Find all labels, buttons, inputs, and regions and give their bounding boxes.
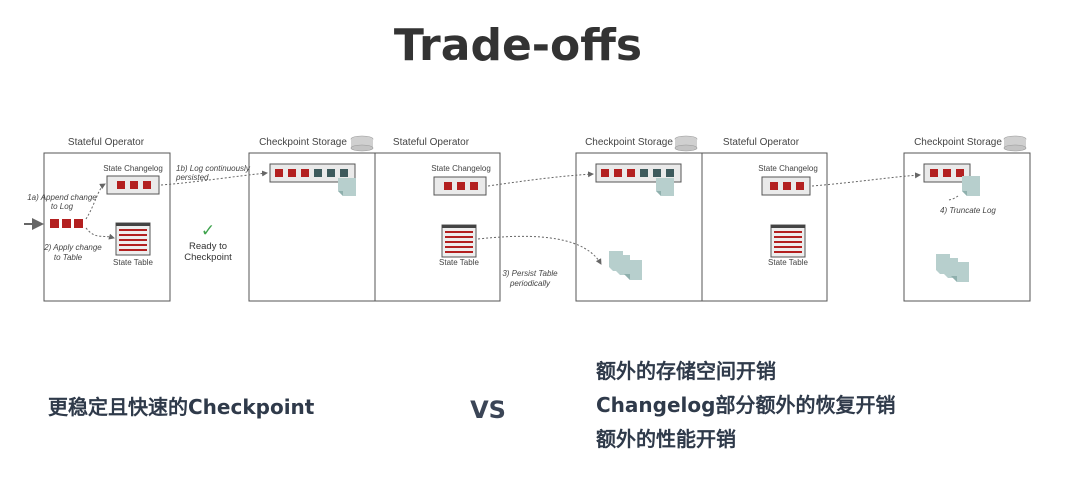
- step-3-line1: 3) Persist Table: [502, 269, 558, 278]
- state-changelog: [433, 176, 487, 196]
- stateful-operator-label: Stateful Operator: [68, 137, 145, 148]
- step-1a-line2: to Log: [51, 202, 74, 211]
- state-changelog-label: State Changelog: [758, 164, 818, 173]
- storage-changelog: [595, 163, 682, 183]
- state-table-label: State Table: [113, 258, 153, 267]
- step-1b-line1: 1b) Log continuously: [176, 164, 251, 173]
- state-changelog: [106, 175, 160, 195]
- database-icon: [350, 135, 374, 152]
- snapshot-icon: [936, 254, 969, 282]
- storage-changelog: [923, 163, 971, 183]
- storage-changelog: [269, 163, 356, 183]
- ready-line1: Ready to: [189, 241, 227, 252]
- state-changelog: [761, 176, 811, 196]
- cost-item-2: Changelog部分额外的恢复开销: [596, 393, 895, 417]
- database-icon: [1003, 135, 1027, 152]
- step-3-line2: periodically: [509, 279, 551, 288]
- step-2-line1: 2) Apply change: [43, 243, 102, 252]
- step-1b-line2: persisted: [175, 173, 209, 182]
- stateful-operator-label: Stateful Operator: [723, 137, 800, 148]
- panel-2: Stateful Operator Checkpoint Storage Sta…: [374, 135, 703, 302]
- cost-item-3: 额外的性能开销: [596, 427, 736, 451]
- snapshot-icon: [609, 251, 642, 280]
- ready-line2: Checkpoint: [184, 252, 232, 263]
- flow-persist-log: [811, 172, 921, 187]
- page-title: Trade-offs: [394, 20, 642, 71]
- checkmark-icon: ✓: [201, 221, 215, 241]
- flow-truncate: [946, 195, 959, 201]
- stateful-operator-box: [701, 152, 828, 302]
- checkpoint-storage-label: Checkpoint Storage: [914, 137, 1002, 148]
- cost-item-1: 额外的存储空间开销: [596, 359, 776, 383]
- panel-3: Stateful Operator Checkpoint Storage Sta…: [701, 135, 1031, 302]
- document-icon: [962, 176, 980, 196]
- step-4-label: 4) Truncate Log: [940, 206, 996, 215]
- panel-1: Stateful Operator Checkpoint Storage Sta…: [24, 135, 376, 302]
- flow-persist-log: [160, 170, 268, 186]
- benefit-text: 更稳定且快速的Checkpoint: [48, 395, 315, 419]
- pending-changes: [50, 219, 83, 228]
- state-table: [770, 224, 806, 258]
- document-icon: [656, 178, 674, 196]
- stateful-operator-label: Stateful Operator: [393, 137, 470, 148]
- state-table-label: State Table: [768, 258, 808, 267]
- state-table-label: State Table: [439, 258, 479, 267]
- state-table: [441, 224, 477, 258]
- database-icon: [674, 135, 698, 152]
- stateful-operator-box: [374, 152, 501, 302]
- checkpoint-storage-label: Checkpoint Storage: [585, 137, 673, 148]
- flow-append-to-log: [85, 183, 106, 220]
- state-changelog-label: State Changelog: [103, 164, 163, 173]
- vs-label: VS: [470, 396, 506, 424]
- step-1a-line1: 1a) Append change: [27, 193, 97, 202]
- document-icon: [338, 178, 356, 196]
- flow-persist-table: [477, 235, 602, 265]
- checkpoint-storage-label: Checkpoint Storage: [259, 137, 347, 148]
- flow-persist-log: [487, 171, 594, 187]
- state-table: [115, 222, 151, 256]
- state-changelog-label: State Changelog: [431, 164, 491, 173]
- step-2-line2: to Table: [54, 253, 83, 262]
